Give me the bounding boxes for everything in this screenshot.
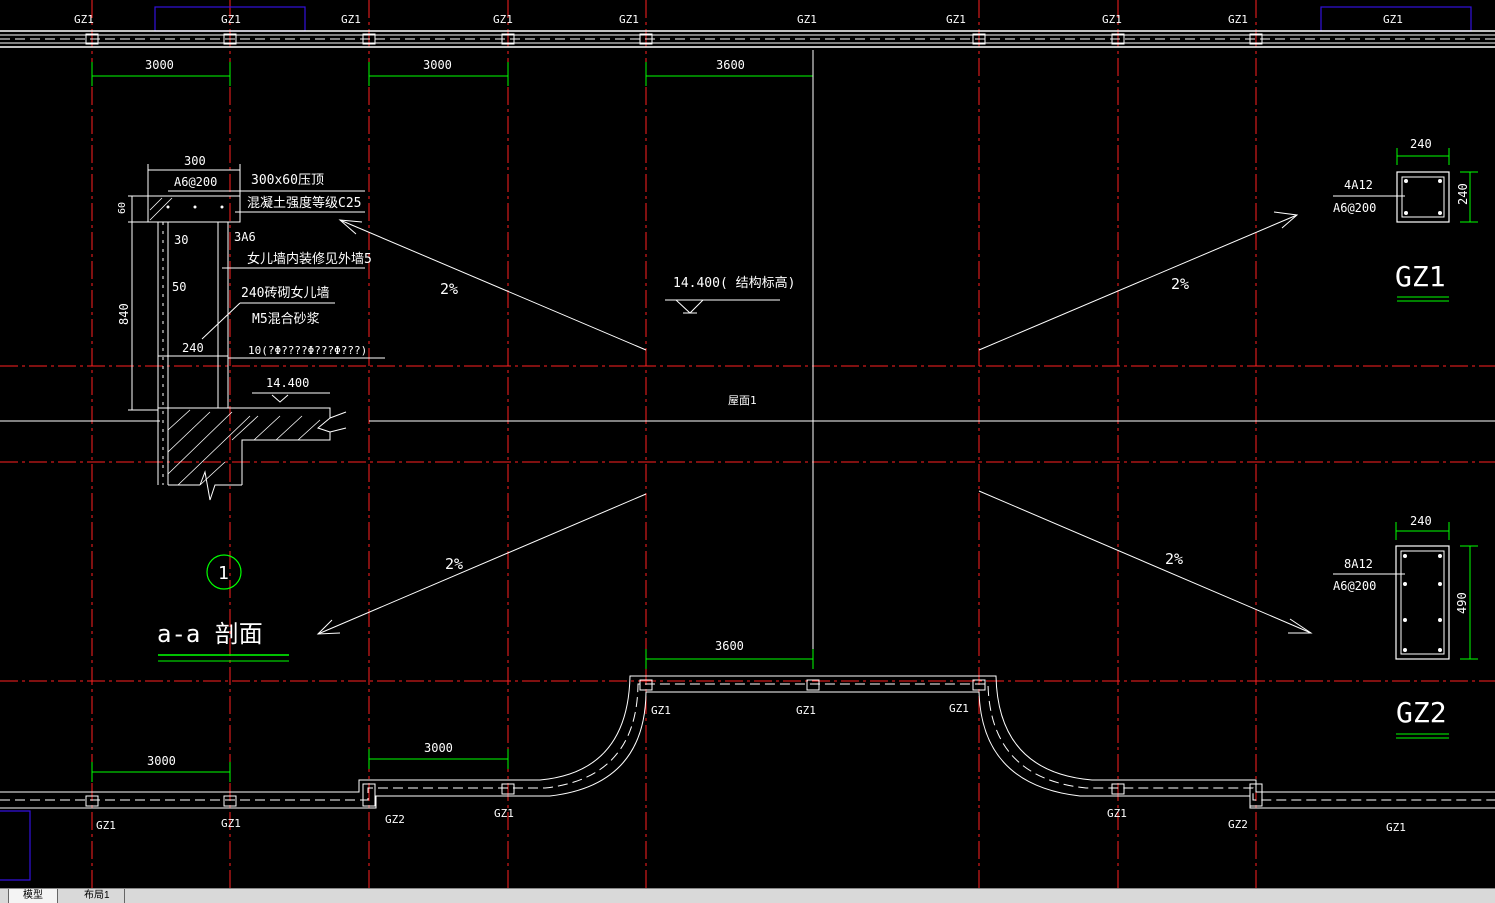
wall-bottom [0,675,1495,809]
dimension-text: 3000 [424,741,453,755]
section-mark-circle [206,554,242,590]
column-label: GZ1 [949,702,969,715]
slope-label: 2% [1171,275,1189,293]
column-label: GZ1 [1107,807,1127,820]
column-label: GZ2 [1228,818,1248,831]
ridge-lines [0,50,1495,665]
bottom-dimensions [91,649,814,782]
tab-model[interactable]: 模型 [8,889,58,903]
layout-tab-bar: 模型 布局1 [0,888,1495,903]
wall-top [0,30,1495,48]
section-note: 240砖砌女儿墙 [241,285,329,301]
section-dimension: 60 [117,202,128,214]
top-dimensions [91,62,814,86]
column-label: GZ1 [221,13,241,26]
gz1-main-rebar: 4A12 [1344,178,1373,192]
column-label: GZ1 [341,13,361,26]
section-rebar: 3A6 [234,230,256,244]
slope-arrows [316,211,1313,635]
dimension-text: 3600 [716,58,745,72]
dimension-text: 3000 [145,58,174,72]
column-label: GZ1 [96,819,116,832]
section-mark-number: 1 [218,563,229,584]
column-label: GZ1 [1102,13,1122,26]
column-label: GZ1 [619,13,639,26]
parapet-section-detail: 300 A6@200 300x60压顶 混凝土强度等级C25 3A6 60 30… [117,154,385,662]
section-note: 300x60压顶 [251,173,324,188]
gz2-width: 240 [1410,514,1432,528]
column-label: GZ1 [1386,821,1406,834]
section-dimension: 240 [182,341,204,355]
column-label: GZ1 [74,13,94,26]
column-label: GZ1 [1228,13,1248,26]
section-note: M5混合砂浆 [252,312,320,327]
section-note: 10(?Φ????Φ???Φ???) [248,344,367,357]
gz1-tie-rebar: A6@200 [1333,201,1376,215]
wall-top-columns [85,33,1263,45]
column-label: GZ1 [494,807,514,820]
slope-label: 2% [445,555,463,573]
elevation-marker: 14.400( 结构标高) [665,275,795,314]
section-dimension: 50 [172,280,186,294]
column-label: GZ1 [651,704,671,717]
column-label: GZ1 [221,817,241,830]
section-note: 女儿墙内装修见外墙5 [247,251,372,267]
tab-layout1[interactable]: 布局1 [70,889,125,903]
section-level: 14.400 [266,376,309,390]
bottom-column-labels: GZ1 GZ1 GZ2 GZ1 GZ1 GZ2 GZ1 GZ1 GZ1 GZ1 [96,702,1406,834]
gz1-column-detail: 240 240 4A12 A6@200 GZ1 [1333,137,1478,302]
dimension-text: 3600 [715,639,744,653]
column-label: GZ1 [1383,13,1403,26]
gz2-title: GZ2 [1396,696,1447,729]
gz1-width: 240 [1410,137,1432,151]
section-title: a-a 剖面 [157,620,263,648]
roof-label: 屋面1 [728,394,757,407]
column-label: GZ1 [493,13,513,26]
gz2-main-rebar: 8A12 [1344,557,1373,571]
column-label: GZ1 [797,13,817,26]
gz1-title: GZ1 [1395,260,1446,293]
column-label: GZ2 [385,813,405,826]
gz2-column-detail: 240 490 8A12 A6@200 GZ2 [1333,514,1478,739]
elevation-text: 14.400( 结构标高) [673,275,795,291]
section-dimension: 30 [174,233,188,247]
gz2-height: 490 [1455,592,1469,614]
column-label: GZ1 [796,704,816,717]
section-dimension: 300 [184,154,206,168]
section-note: 混凝土强度等级C25 [247,195,361,211]
section-dimension: 840 [117,303,131,325]
dimension-text: 3000 [147,754,176,768]
column-label: GZ1 [946,13,966,26]
gz1-height: 240 [1456,183,1470,205]
dimension-text: 3000 [423,58,452,72]
slope-label: 2% [1165,550,1183,568]
gz2-tie-rebar: A6@200 [1333,579,1376,593]
section-rebar: A6@200 [174,175,217,189]
top-column-labels: GZ1 GZ1 GZ1 GZ1 GZ1 GZ1 GZ1 GZ1 GZ1 GZ1 [74,13,1403,26]
slope-label: 2% [440,280,458,298]
